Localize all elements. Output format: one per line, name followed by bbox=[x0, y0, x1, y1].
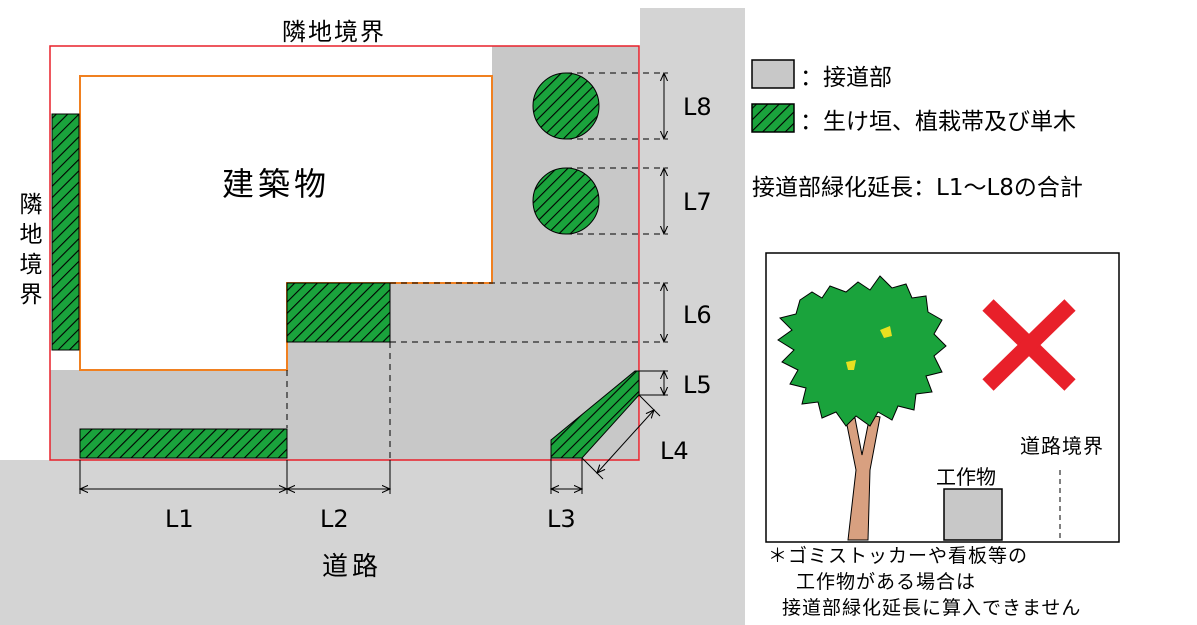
leaf-highlight-2 bbox=[846, 360, 856, 370]
hedge-left bbox=[51, 113, 80, 351]
dim-label-l1: L1 bbox=[165, 505, 194, 533]
tree-crown-icon bbox=[777, 275, 947, 427]
left-boundary-char: 地 bbox=[19, 222, 43, 248]
left-boundary-char: 界 bbox=[19, 282, 43, 308]
lot-boundary bbox=[49, 45, 640, 461]
note-block: ＊ゴミストッカーや看板等の 工作物がある場合は 接道部緑化延長に算入できません bbox=[768, 543, 1081, 621]
dimension-arrows bbox=[80, 73, 668, 494]
dim-label-l2: L2 bbox=[320, 505, 349, 533]
dim-label-l6: L6 bbox=[683, 301, 712, 329]
dim-label-l7: L7 bbox=[683, 188, 712, 216]
left-boundary-char: 隣 bbox=[19, 192, 43, 218]
building-label: 建築物 bbox=[222, 165, 330, 203]
dim-label-l3: L3 bbox=[547, 505, 576, 533]
tree-lower bbox=[532, 167, 600, 235]
road-boundary-label: 道路境界 bbox=[1020, 434, 1104, 458]
formula-text: 接道部緑化延長：L1～L8の合計 bbox=[752, 175, 1083, 201]
top-boundary-label: 隣地境界 bbox=[282, 18, 386, 46]
road-label: 道路 bbox=[322, 552, 382, 582]
hedge-middle bbox=[286, 282, 391, 343]
dim-label-l5: L5 bbox=[683, 371, 712, 399]
dim-label-l8: L8 bbox=[683, 93, 712, 121]
structure-box bbox=[943, 488, 1003, 541]
tree-upper bbox=[532, 72, 600, 140]
road-area bbox=[0, 460, 745, 625]
note-line-3: 接道部緑化延長に算入できません bbox=[782, 597, 1082, 619]
legend-gray-swatch bbox=[751, 59, 795, 89]
structure-label: 工作物 bbox=[936, 465, 996, 489]
left-boundary-char: 境 bbox=[19, 252, 43, 278]
legend-frontage-text: ：接道部 bbox=[800, 65, 892, 91]
tree-trunk bbox=[845, 414, 881, 541]
leaf-highlight-1 bbox=[880, 326, 892, 338]
frontage-area bbox=[50, 46, 639, 460]
prohibited-cross-icon bbox=[982, 299, 1076, 391]
dim-label-l4: L4 bbox=[660, 437, 689, 465]
left-boundary-label: 隣 地 境 界 bbox=[16, 190, 46, 310]
note-line-1: ＊ゴミストッカーや看板等の bbox=[768, 545, 1029, 567]
legend-greenery-text: ：生け垣、植栽帯及び単木 bbox=[800, 109, 1076, 135]
note-line-2: 工作物がある場合は bbox=[796, 571, 977, 593]
legend-hatch-swatch bbox=[751, 103, 795, 133]
hedge-bottom bbox=[79, 428, 288, 459]
extension-lines bbox=[286, 72, 668, 460]
